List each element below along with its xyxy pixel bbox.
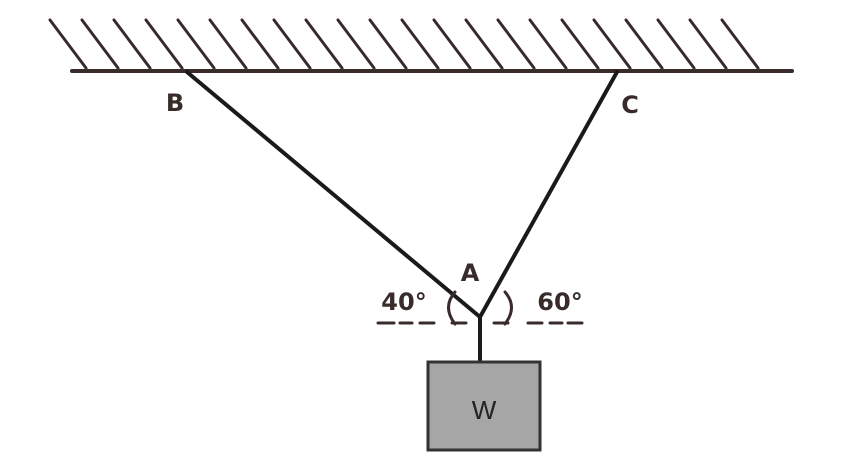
point-label-a: A — [461, 259, 480, 287]
hatch-mark — [336, 18, 376, 70]
ceiling — [48, 18, 794, 73]
angle-arc-left — [447, 290, 457, 326]
point-label-b: B — [166, 89, 184, 117]
hatch-mark — [176, 18, 216, 70]
hatch-mark — [48, 18, 88, 70]
rope-ab — [185, 70, 482, 319]
hatch-mark — [112, 18, 152, 70]
weight-block: W — [426, 360, 542, 452]
hatch-mark — [432, 18, 472, 70]
hatch-mark — [496, 18, 536, 70]
ceiling-hatching — [48, 18, 760, 70]
hatch-mark — [208, 18, 248, 70]
hatch-mark — [272, 18, 312, 70]
hatch-mark — [304, 18, 344, 70]
hatch-mark — [240, 18, 280, 70]
hatch-mark — [720, 18, 760, 70]
hatch-mark — [144, 18, 184, 70]
weight-label: W — [472, 395, 497, 425]
hatch-mark — [656, 18, 696, 70]
weight-box — [426, 360, 542, 452]
hatch-mark — [624, 18, 664, 70]
hatch-mark — [528, 18, 568, 70]
point-label-c: C — [621, 91, 639, 119]
angle-label-left: 40° — [381, 288, 426, 316]
hatch-mark — [560, 18, 600, 70]
hatch-mark — [400, 18, 440, 70]
angle-label-right: 60° — [537, 288, 582, 316]
hatch-mark — [80, 18, 120, 70]
hatch-mark — [368, 18, 408, 70]
rope-ac — [478, 70, 619, 319]
hatch-mark — [688, 18, 728, 70]
angle-arc-right — [503, 290, 513, 326]
hatch-mark — [592, 18, 632, 70]
hatch-mark — [464, 18, 504, 70]
